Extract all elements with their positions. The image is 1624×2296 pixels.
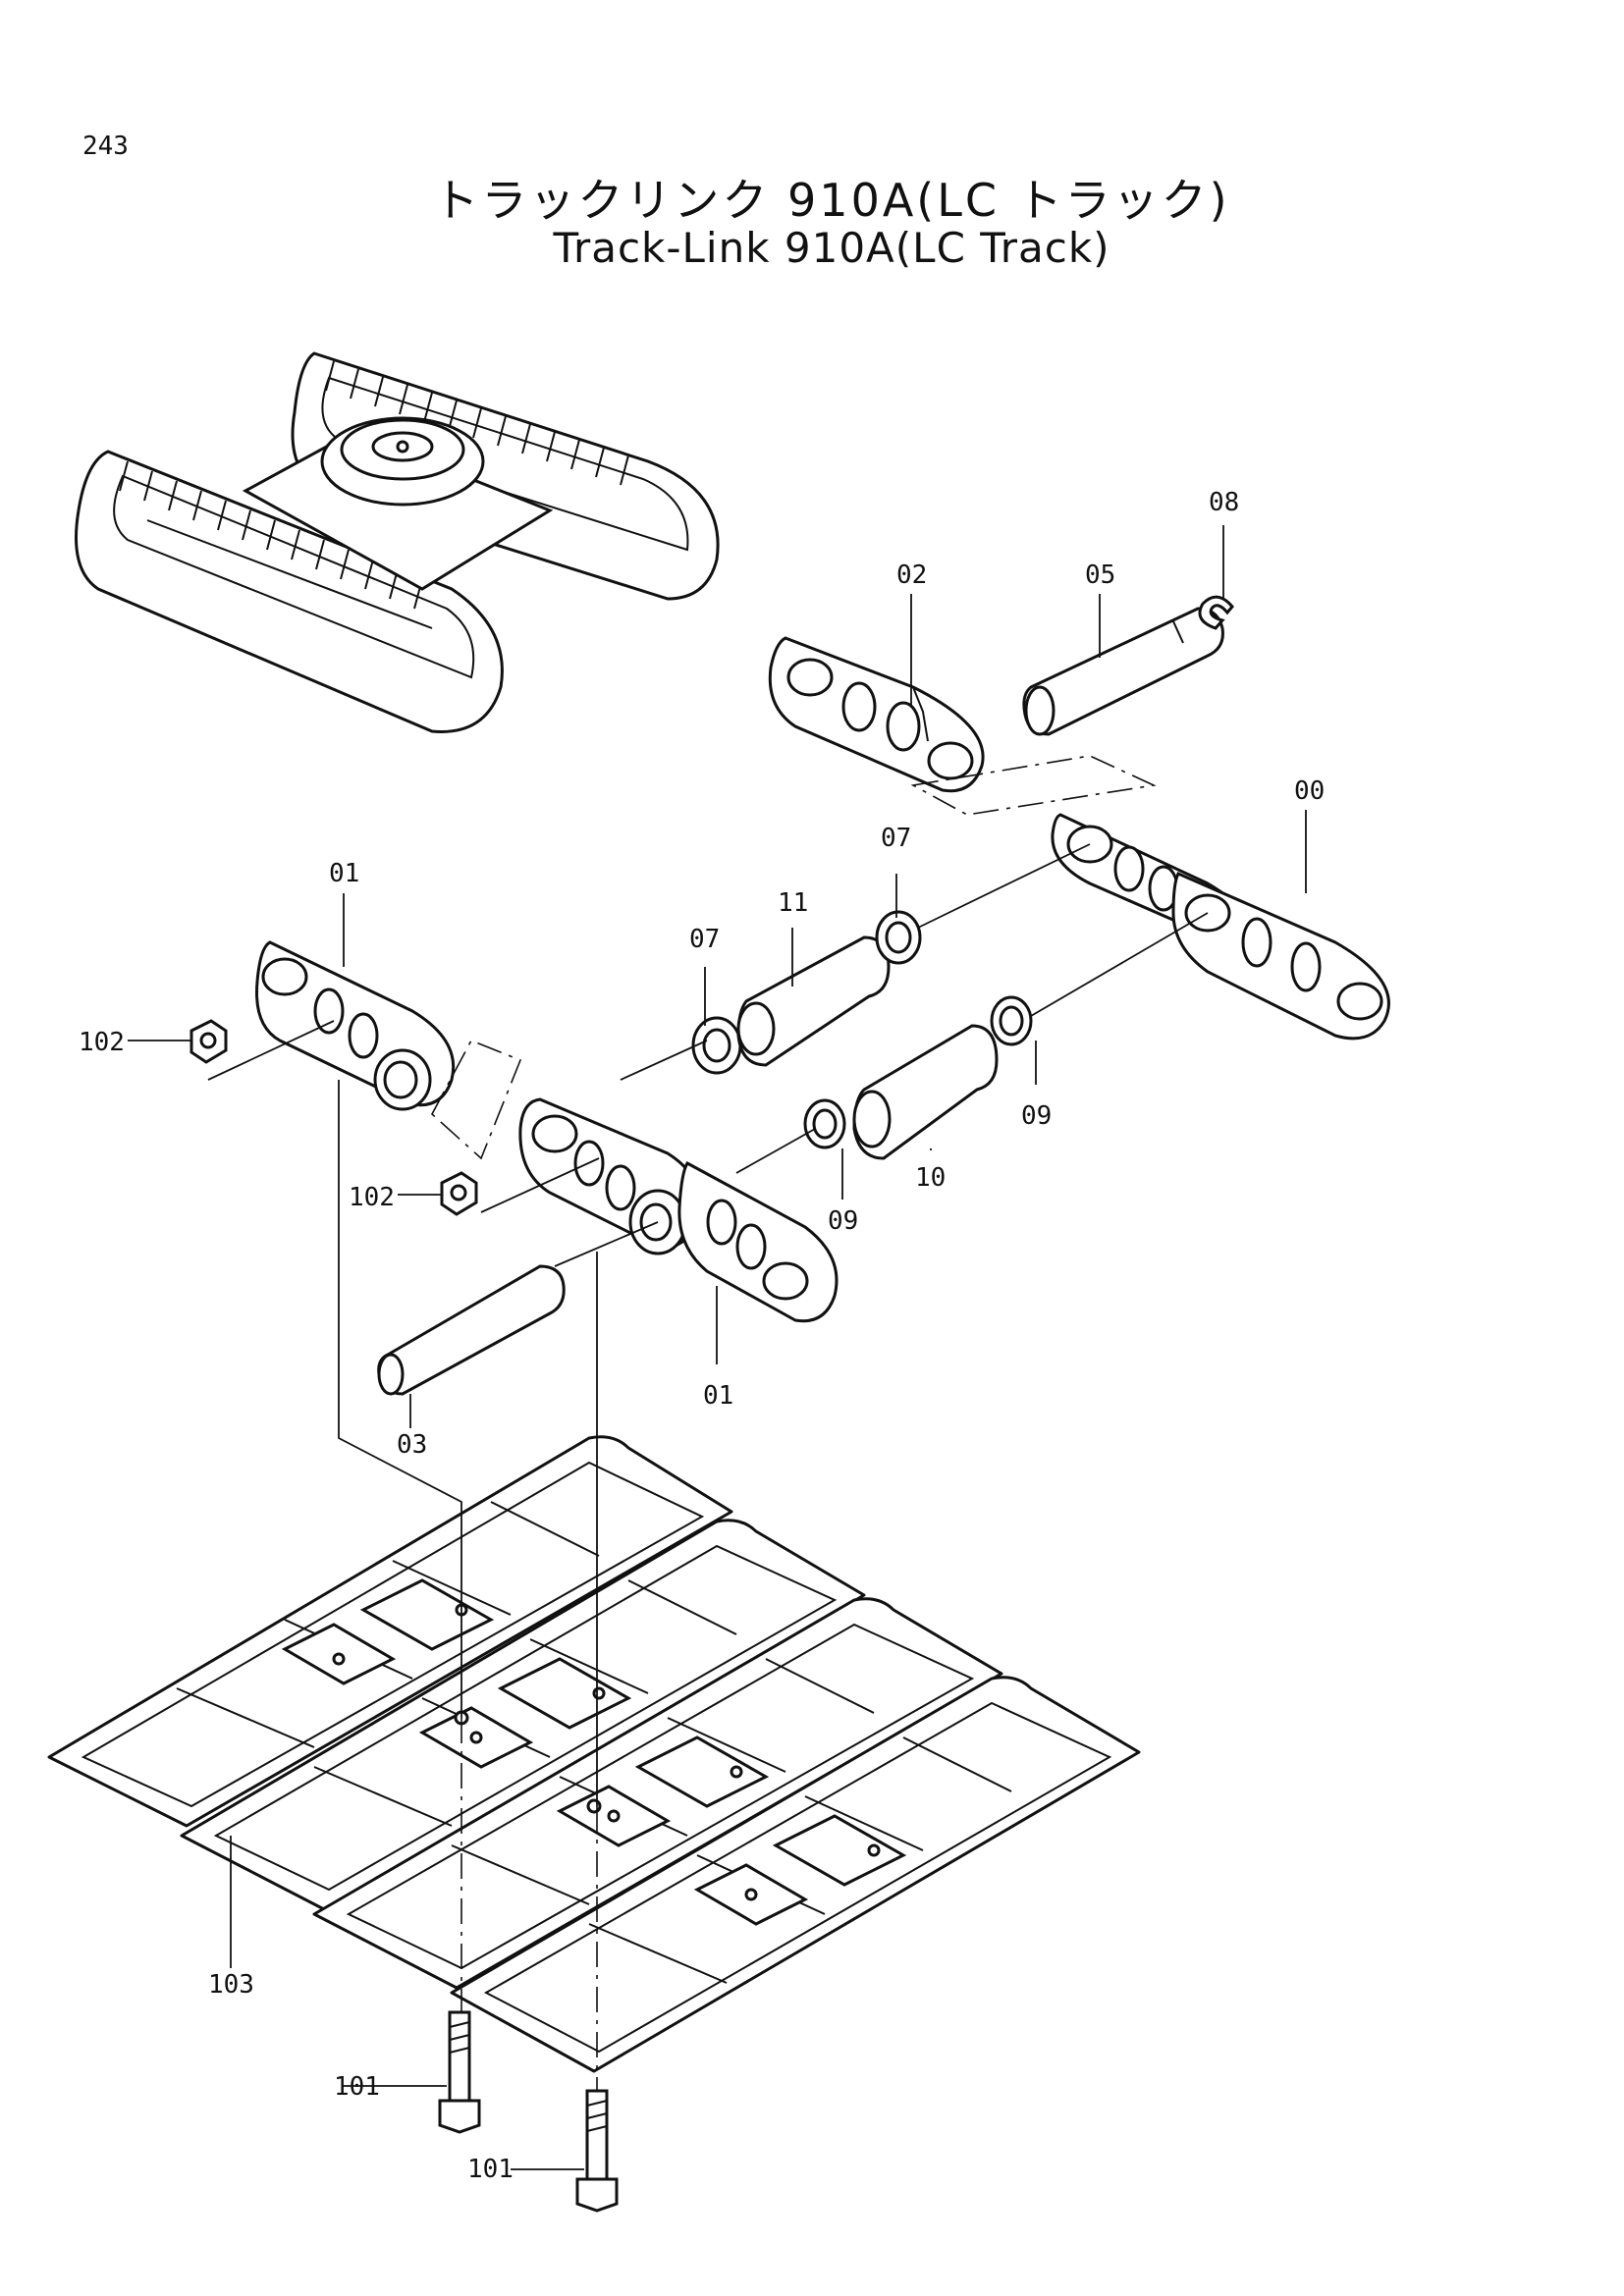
assembly-lines (207, 843, 1209, 2091)
callout-02: 02 (896, 561, 927, 590)
callout-09-right: 09 (1021, 1101, 1052, 1131)
undercarriage-overview (75, 351, 720, 733)
bushing-11 (736, 935, 891, 1067)
shoe-2 (180, 1519, 866, 1911)
shoe-4 (450, 1676, 1141, 2073)
shoe-3 (312, 1597, 1003, 1990)
track-link-01-center (518, 1097, 839, 1323)
callout-01-lower: 01 (703, 1381, 733, 1411)
title-japanese: トラックリンク 910A(LC トラック) (433, 174, 1230, 227)
callout-10: 10 (915, 1163, 946, 1193)
callout-05: 05 (1085, 561, 1115, 590)
track-link-00 (1051, 813, 1390, 1041)
callout-03: 03 (397, 1430, 427, 1460)
track-link-01-upper (254, 940, 456, 1111)
callout-09-left: 09 (828, 1206, 858, 1236)
seal-09-left (803, 1098, 846, 1149)
bolt-101-lower (575, 2089, 619, 2213)
nut-102-lower (440, 1171, 478, 1216)
page-number: 243 (82, 132, 129, 161)
callout-101-upper: 101 (334, 2072, 380, 2102)
pin-05 (1022, 607, 1224, 736)
callout-07-right: 07 (881, 824, 911, 853)
callout-leaders (128, 525, 1307, 2170)
bushing-10 (852, 1024, 999, 1160)
pin-03 (377, 1264, 566, 1396)
callout-103: 103 (208, 1970, 254, 2000)
seal-07-right (875, 910, 922, 965)
callout-102-lower: 102 (349, 1183, 395, 1212)
nut-102-upper (189, 1019, 228, 1064)
callout-102-upper: 102 (79, 1028, 125, 1057)
snap-ring-08 (1198, 595, 1234, 630)
track-shoes-103 (47, 1435, 1141, 2073)
callout-11: 11 (778, 888, 808, 918)
bolt-101-upper (438, 2010, 481, 2134)
seal-07-left (691, 1016, 742, 1075)
assembly-hint-01 (430, 1039, 522, 1160)
assembly-hint-02 (910, 755, 1157, 816)
callout-00: 00 (1294, 776, 1325, 806)
callout-01-upper: 01 (329, 859, 359, 888)
seal-09-right (990, 995, 1033, 1046)
track-link-02 (768, 636, 985, 793)
callout-101-lower: 101 (467, 2155, 514, 2184)
shoe-1 (47, 1435, 733, 1828)
callout-07-left: 07 (689, 925, 720, 954)
title-english: Track-Link 910A(LC Track) (553, 224, 1110, 272)
callout-08: 08 (1209, 488, 1239, 517)
callout-labels: 00 01 01 02 03 05 07 07 08 09 09 10 11 1… (79, 488, 1325, 2184)
